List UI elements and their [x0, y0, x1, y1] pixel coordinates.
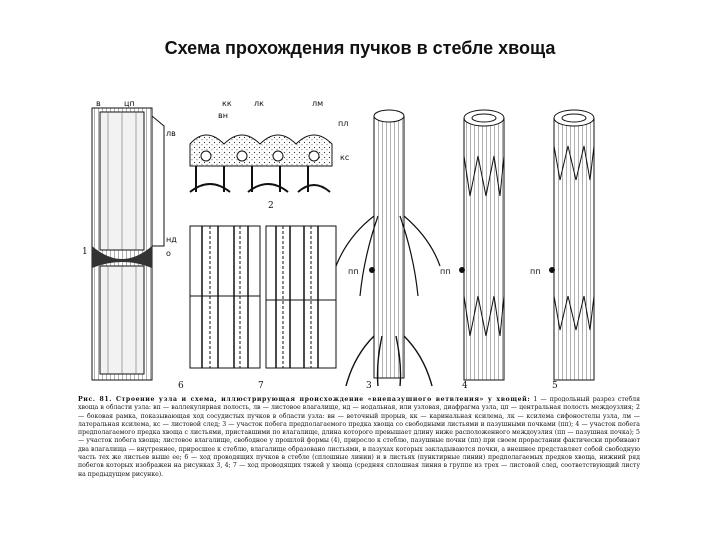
label-2: 2: [268, 201, 274, 211]
label-lv: лв: [166, 129, 176, 138]
panel-6-strand-scheme: [189, 225, 261, 369]
label-pp-4: пп: [440, 267, 450, 276]
panel-3-ancestor-shoot: [335, 109, 441, 387]
label-7: 7: [258, 381, 264, 391]
panel-7-strand-scheme: [265, 225, 337, 369]
label-3: 3: [366, 381, 372, 391]
label-nd: нд: [166, 235, 177, 244]
label-ks: кс: [340, 153, 349, 162]
label-kk: кк: [222, 99, 232, 108]
caption-head: Рис. 81. Строение узла и схема, иллюстри…: [78, 396, 531, 403]
label-cp: цп: [124, 99, 135, 108]
label-pl: пл: [338, 119, 348, 128]
label-pp-3: пп: [348, 267, 358, 276]
label-5: 5: [552, 381, 558, 391]
figure-drawing: в цп лв кк вн лк лм пл кс нд о 1 2 3 4 5…: [82, 99, 595, 391]
label-lk: лк: [254, 99, 264, 108]
panel-5-horsetail-shoot: [549, 109, 595, 381]
label-v: в: [96, 99, 101, 108]
label-lm: лм: [312, 99, 323, 108]
label-1: 1: [82, 247, 88, 257]
label-o: о: [166, 249, 171, 258]
label-4: 4: [462, 381, 468, 391]
panel-4-ancestor-shoot: [459, 109, 505, 381]
label-pp-5: пп: [530, 267, 540, 276]
label-vn: вн: [218, 111, 228, 120]
figure-caption: Рис. 81. Строение узла и схема, иллюстри…: [78, 396, 640, 479]
caption-body: 1 — продольный разрез стебля хвоща в обл…: [78, 396, 640, 478]
slide-title: Схема прохождения пучков в стебле хвоща: [164, 38, 556, 58]
label-6: 6: [178, 381, 184, 391]
botanical-figure: в цп лв кк вн лк лм пл кс нд о 1 2 3 4 5…: [78, 96, 638, 394]
panel-2-node-scheme: [189, 134, 333, 193]
panel-1-longitudinal-section: [91, 107, 165, 381]
